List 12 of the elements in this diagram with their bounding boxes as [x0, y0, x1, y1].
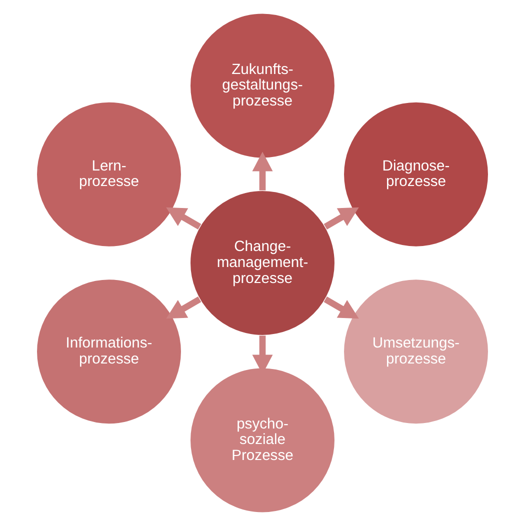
- node-circle: Diagnose- prozesse: [342, 100, 490, 247]
- node-circle: Umsetzungs- prozesse: [342, 278, 490, 424]
- arrow: [166, 296, 202, 318]
- node-circle: Informations- prozesse: [36, 278, 182, 424]
- node-circle: Change- management- prozesse: [189, 189, 336, 336]
- node-circle: Zukunfts- gestaltungs- prozesse: [189, 12, 336, 158]
- arrow: [324, 296, 359, 318]
- node-circle: psycho- soziale Prozesse: [189, 366, 336, 513]
- node-circle: Lern- prozesse: [36, 100, 182, 247]
- arrow: [166, 206, 202, 229]
- arrow: [252, 151, 273, 190]
- arrow: [324, 206, 359, 229]
